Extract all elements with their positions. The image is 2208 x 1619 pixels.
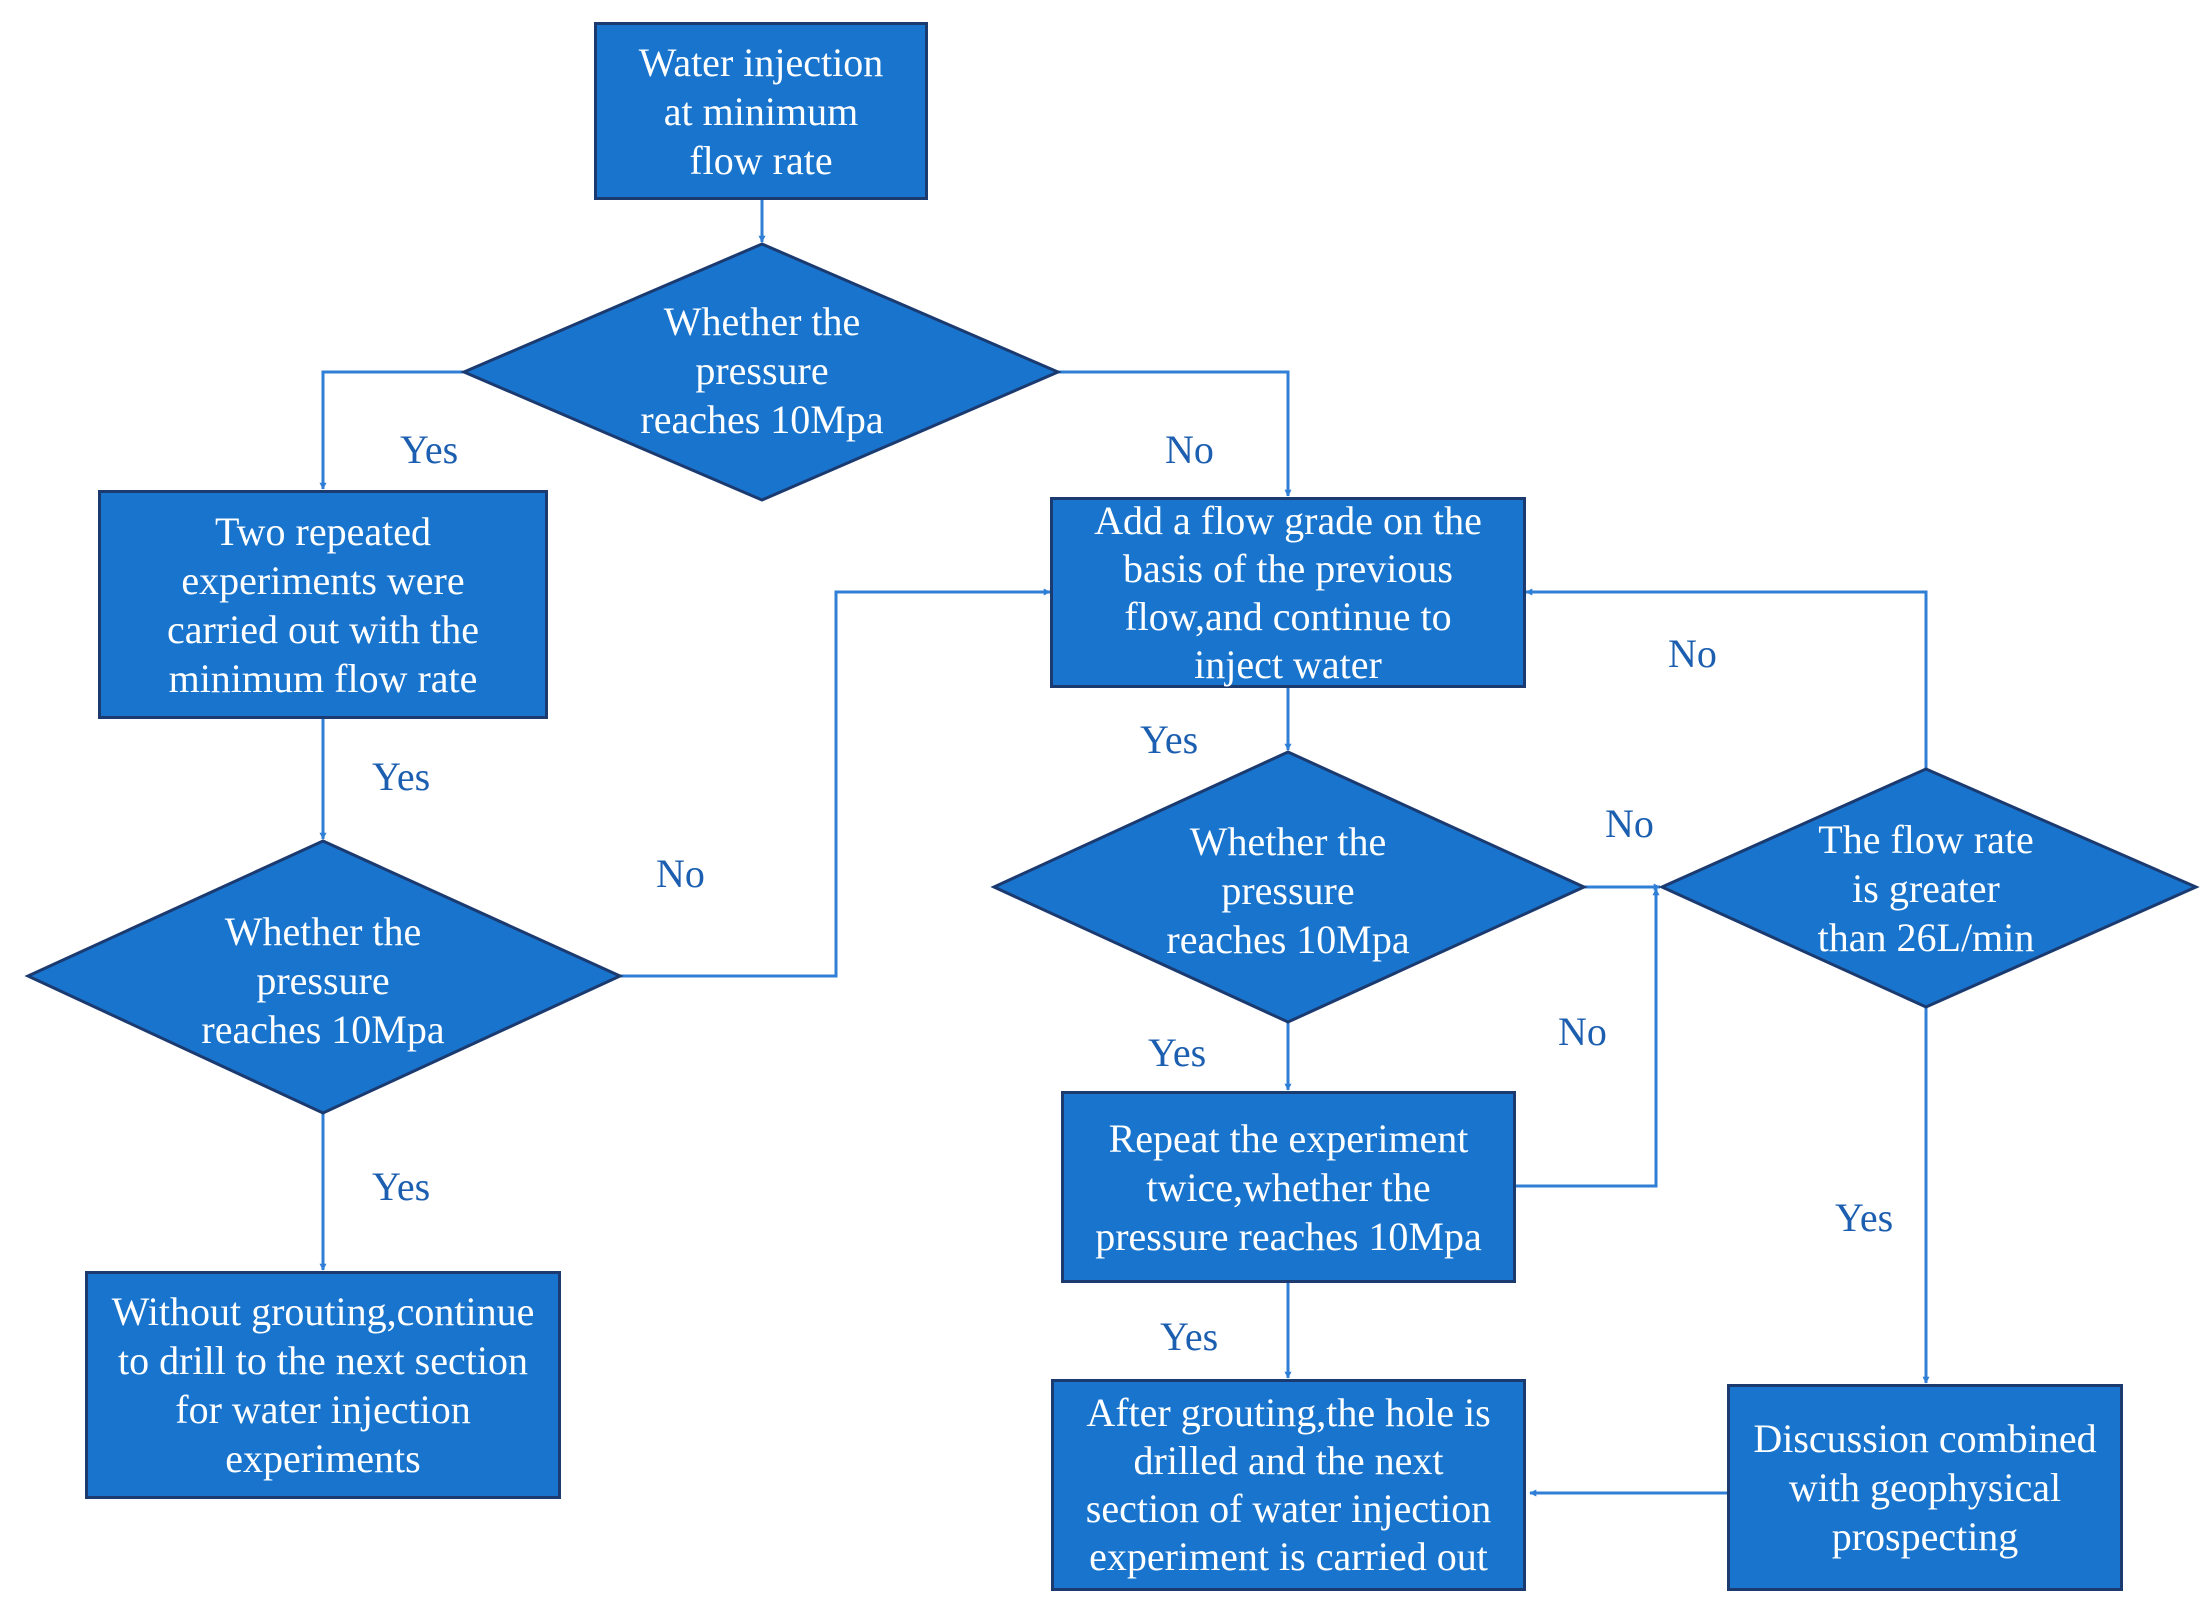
label-decision-2-no: No <box>656 851 705 896</box>
start-line-2: at minimum <box>663 88 859 134</box>
no-grouting-line-2: to drill to the next section <box>118 1338 528 1383</box>
start-box: Water injection at minimum flow rate <box>594 22 928 200</box>
after-grouting-line-2: drilled and the next <box>1133 1438 1444 1483</box>
flow-check-line-2: is greater <box>1852 865 2000 911</box>
decision-3-text: Whether the pressure reaches 10Mpa <box>1098 810 1478 970</box>
add-grade-line-2: basis of the previous <box>1123 545 1453 591</box>
no-grouting-line-4: experiments <box>225 1436 421 1481</box>
no-grouting-line-3: for water injection <box>175 1387 471 1432</box>
label-add-grade-yes: Yes <box>1140 717 1199 762</box>
decision-2-shape <box>24 839 624 1115</box>
label-decision-3-no: No <box>1605 801 1654 846</box>
geophysical-line-3: prospecting <box>1831 1514 2019 1559</box>
add-grade-box: Add a flow grade on the basis of the pre… <box>1050 497 1526 688</box>
after-grouting-line-4: experiment is carried out <box>1089 1534 1488 1579</box>
repeat-min-line-4: minimum flow rate <box>168 655 478 701</box>
repeat-min-line-3: carried out with the <box>166 606 480 652</box>
label-repeat-min-yes: Yes <box>372 754 431 799</box>
decision-2-line-1: Whether the <box>224 908 422 954</box>
flow-check-text: The flow rate is greater than 26L/min <box>1756 808 2096 968</box>
no-grouting-line-1: Without grouting,continue <box>111 1289 535 1334</box>
after-grouting-line-1: After grouting,the hole is <box>1086 1390 1491 1435</box>
label-decision-2-yes: Yes <box>372 1164 431 1209</box>
geophysical-line-1: Discussion combined <box>1753 1416 2097 1461</box>
decision-1-text: Whether the pressure reaches 10Mpa <box>572 290 952 450</box>
decision-3-line-2: pressure <box>1221 867 1355 913</box>
repeat-twice-line-2: twice,whether the <box>1146 1164 1431 1210</box>
flow-check-line-1: The flow rate <box>1818 816 2034 862</box>
add-grade-line-4: inject water <box>1194 641 1382 687</box>
after-grouting-line-3: section of water injection <box>1085 1486 1492 1531</box>
add-grade-line-3: flow,and continue to <box>1124 593 1452 639</box>
label-decision-1-yes: Yes <box>400 427 459 472</box>
label-decision-1-no: No <box>1165 427 1214 472</box>
decision-3-shape <box>990 750 1588 1024</box>
decision-1-line-2: pressure <box>695 347 829 393</box>
connector-decision-1-no <box>1058 370 1292 497</box>
decision-1-line-1: Whether the <box>663 298 861 344</box>
flow-check-shape <box>1658 767 2200 1009</box>
repeat-min-line-1: Two repeated <box>215 508 431 554</box>
connector-decision-1-yes <box>319 370 464 490</box>
repeat-min-line-2: experiments were <box>181 557 465 603</box>
label-repeat-twice-yes: Yes <box>1160 1314 1219 1359</box>
geophysical-line-2: with geophysical <box>1788 1465 2062 1510</box>
connector-flow-check-no <box>1525 588 1928 769</box>
start-line-3: flow rate <box>689 137 833 183</box>
add-grade-line-1: Add a flow grade on the <box>1094 497 1482 543</box>
label-flow-check-yes: Yes <box>1835 1195 1894 1240</box>
decision-1-shape <box>460 242 1062 502</box>
after-grouting-box: After grouting,the hole is drilled and t… <box>1051 1379 1526 1591</box>
start-line-1: Water injection <box>638 39 884 85</box>
label-repeat-twice-no: No <box>1558 1009 1607 1054</box>
decision-3-line-1: Whether the <box>1189 818 1387 864</box>
geophysical-box: Discussion combined with geophysical pro… <box>1727 1384 2123 1591</box>
decision-2-text: Whether the pressure reaches 10Mpa <box>133 900 513 1060</box>
repeat-twice-line-1: Repeat the experiment <box>1108 1115 1469 1161</box>
connector-repeat-twice-no <box>1516 888 1660 1188</box>
no-grouting-box: Without grouting,continue to drill to th… <box>85 1271 561 1499</box>
repeat-min-box: Two repeated experiments were carried ou… <box>98 490 548 719</box>
connector-decision-2-no <box>620 588 1051 978</box>
label-decision-3-yes: Yes <box>1148 1030 1207 1075</box>
decision-1-line-3: reaches 10Mpa <box>640 396 884 442</box>
decision-2-line-2: pressure <box>256 957 390 1003</box>
flow-check-line-3: than 26L/min <box>1817 914 2035 960</box>
decision-2-line-3: reaches 10Mpa <box>201 1006 445 1052</box>
decision-3-line-3: reaches 10Mpa <box>1166 916 1410 962</box>
label-flow-check-no: No <box>1668 631 1717 676</box>
repeat-twice-box: Repeat the experiment twice,whether the … <box>1061 1091 1516 1283</box>
repeat-twice-line-3: pressure reaches 10Mpa <box>1095 1213 1482 1259</box>
